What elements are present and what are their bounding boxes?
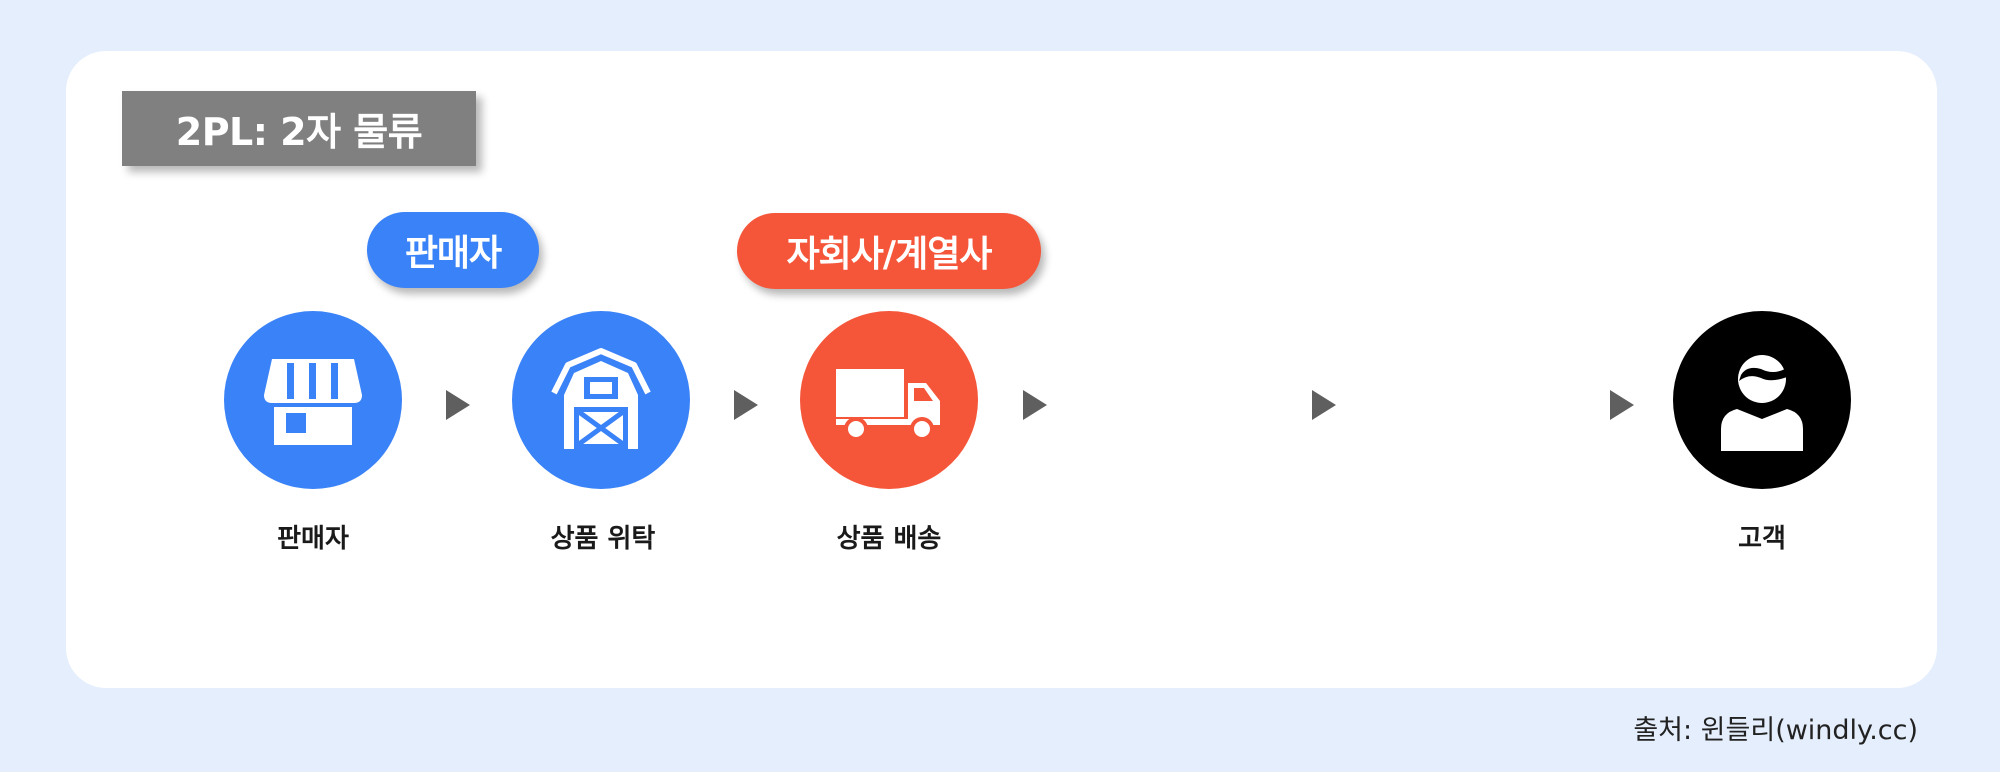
source-credit: 출처: 윈들리(windly.cc)	[1633, 715, 1918, 746]
seller-node	[224, 311, 402, 489]
flow-arrow-icon	[1023, 390, 1047, 420]
flow-arrow-icon	[446, 390, 470, 420]
flow-arrow-icon	[734, 390, 758, 420]
diagram-title: 2PL: 2자 물류	[122, 91, 476, 166]
delivery-truck-icon	[836, 369, 940, 441]
seller-label: 판매자	[277, 524, 349, 554]
seller-badge: 판매자	[367, 212, 539, 288]
customer-label: 고객	[1738, 524, 1786, 554]
store-icon	[264, 359, 362, 445]
consignment-label: 상품 위탁	[550, 524, 656, 554]
customer-node	[1673, 311, 1851, 489]
flow-arrow-icon	[1312, 390, 1336, 420]
barn-warehouse-icon	[551, 348, 651, 449]
consignment-node	[512, 311, 690, 489]
delivery-label: 상품 배송	[836, 524, 942, 554]
flow-arrow-icon	[1610, 390, 1634, 420]
affiliate-badge: 자회사/계열사	[737, 213, 1041, 289]
delivery-node	[800, 311, 978, 489]
customer-person-icon	[1721, 355, 1803, 451]
